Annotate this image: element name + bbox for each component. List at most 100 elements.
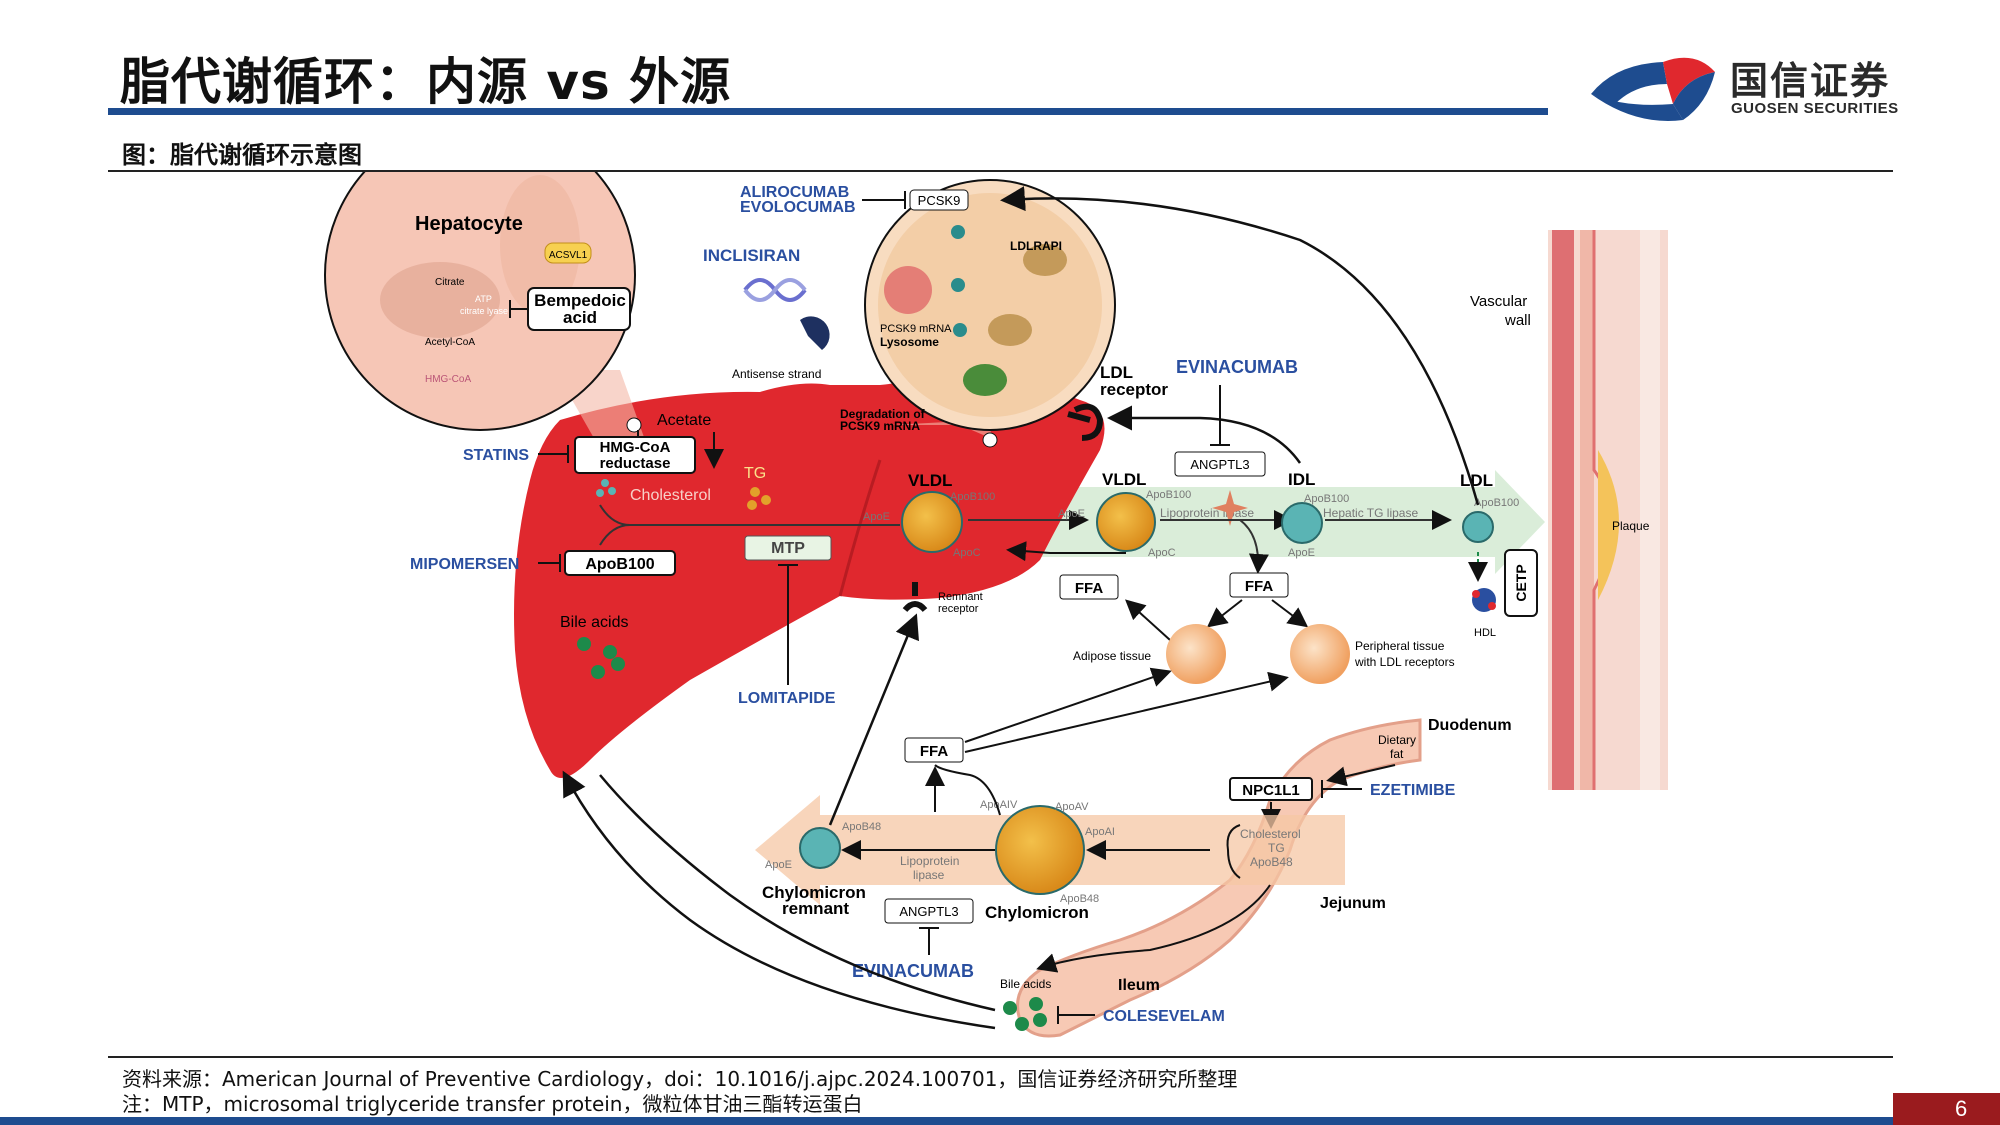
svg-text:acid: acid [563, 308, 597, 327]
svg-text:ApoB100: ApoB100 [950, 491, 995, 503]
svg-text:Bile acids: Bile acids [1000, 977, 1051, 991]
abbreviation-note: 注：MTP，microsomal triglyceride transfer p… [122, 1092, 863, 1116]
svg-text:lipase: lipase [913, 868, 945, 882]
page-number: 6 [1955, 1096, 1968, 1121]
svg-text:with LDL receptors: with LDL receptors [1354, 655, 1455, 669]
svg-text:ApoAIV: ApoAIV [980, 799, 1018, 811]
evolocumab-label: EVOLOCUMAB [740, 199, 856, 216]
svg-text:Peripheral tissue: Peripheral tissue [1355, 639, 1445, 653]
svg-text:Adipose tissue: Adipose tissue [1073, 649, 1151, 663]
svg-text:ApoAI: ApoAI [1085, 826, 1115, 838]
svg-text:fat: fat [1390, 747, 1404, 761]
svg-text:NPC1L1: NPC1L1 [1242, 782, 1300, 799]
svg-text:FFA: FFA [1245, 578, 1273, 595]
svg-text:ApoE: ApoE [765, 859, 792, 871]
svg-text:Lipoprotein: Lipoprotein [900, 854, 959, 868]
pcsk9-box: PCSK9 [918, 193, 961, 208]
svg-text:LDL: LDL [1460, 471, 1493, 490]
svg-text:Plaque: Plaque [1612, 519, 1650, 533]
svg-text:Bile acids: Bile acids [560, 614, 628, 631]
vascular-wall [1548, 230, 1668, 790]
svg-text:Jejunum: Jejunum [1320, 895, 1386, 912]
svg-text:ACSVL1: ACSVL1 [549, 250, 588, 261]
svg-text:Bempedoic: Bempedoic [534, 291, 626, 310]
alirocumab-label: ALIROCUMAB [740, 184, 849, 201]
source-note: 资料来源：American Journal of Preventive Card… [122, 1067, 1238, 1091]
svg-text:Cholesterol: Cholesterol [1240, 827, 1301, 841]
svg-text:Lysosome: Lysosome [880, 335, 939, 349]
svg-text:ApoB48: ApoB48 [1250, 855, 1293, 869]
svg-text:PCSK9 mRNA: PCSK9 mRNA [880, 323, 952, 335]
svg-text:ApoAV: ApoAV [1055, 801, 1089, 813]
svg-text:FFA: FFA [1075, 580, 1103, 597]
svg-text:Chylomicron: Chylomicron [985, 903, 1089, 922]
lomitapide-label: LOMITAPIDE [738, 690, 836, 707]
colesevelam-label: COLESEVELAM [1103, 1008, 1225, 1025]
ezetimibe-label: EZETIMIBE [1370, 782, 1456, 799]
svg-text:ApoB100: ApoB100 [585, 556, 654, 573]
title-underline [108, 108, 1548, 115]
mipomersen-label: MIPOMERSEN [410, 556, 519, 573]
svg-text:ApoB100: ApoB100 [1474, 497, 1519, 509]
svg-text:LDLRAPI: LDLRAPI [1010, 239, 1062, 253]
figure-caption: 图：脂代谢循环示意图 [122, 141, 362, 169]
svg-text:Vascular: Vascular [1470, 293, 1527, 310]
evinacumab-top-label: EVINACUMAB [1176, 357, 1298, 377]
svg-text:HMG-CoA: HMG-CoA [600, 439, 671, 456]
svg-text:ApoE: ApoE [1058, 508, 1085, 520]
svg-text:receptor: receptor [1100, 380, 1168, 399]
svg-text:Remnant: Remnant [938, 591, 983, 603]
svg-text:receptor: receptor [938, 603, 979, 615]
svg-text:Acetyl-CoA: Acetyl-CoA [425, 337, 475, 348]
svg-text:remnant: remnant [782, 899, 849, 918]
svg-text:Duodenum: Duodenum [1428, 717, 1512, 734]
logo-chinese-name: 国信证券 [1730, 59, 1891, 103]
svg-text:wall: wall [1504, 312, 1531, 329]
svg-text:VLDL: VLDL [1102, 470, 1146, 489]
svg-text:MTP: MTP [771, 540, 805, 557]
svg-text:Chylomicron: Chylomicron [762, 883, 866, 902]
svg-text:TG: TG [744, 465, 766, 482]
hepatocyte-inset: Hepatocyte ACSVL1 Citrate ATP citrate ly… [324, 172, 645, 440]
bottom-bar [0, 1117, 1893, 1125]
svg-text:IDL: IDL [1288, 470, 1315, 489]
svg-text:ATP: ATP [475, 294, 492, 304]
pcsk9-lysosome-inset: LDLRAPI PCSK9 mRNA Lysosome [864, 179, 1116, 448]
statins-label: STATINS [463, 447, 529, 464]
svg-text:ANGPTL3: ANGPTL3 [899, 904, 958, 919]
svg-text:ApoB100: ApoB100 [1146, 489, 1191, 501]
page-number-box [1893, 1093, 2000, 1125]
logo-english-name: GUOSEN SECURITIES [1731, 100, 1899, 117]
svg-text:ApoE: ApoE [1288, 547, 1315, 559]
page-title: 脂代谢循环：内源 vs 外源 [120, 53, 732, 111]
svg-text:ApoB48: ApoB48 [1060, 893, 1099, 905]
svg-text:ApoB48: ApoB48 [842, 821, 881, 833]
liver-shape [514, 380, 1105, 778]
svg-text:ApoC: ApoC [1148, 547, 1176, 559]
hepatocyte-label: Hepatocyte [415, 213, 523, 235]
svg-text:Antisense strand: Antisense strand [732, 367, 821, 381]
svg-text:LDL: LDL [1100, 363, 1133, 382]
source-rule [108, 1056, 1893, 1058]
guosen-logo-icon [1591, 57, 1715, 121]
svg-text:ANGPTL3: ANGPTL3 [1190, 457, 1249, 472]
svg-text:Hepatic TG lipase: Hepatic TG lipase [1323, 506, 1418, 520]
svg-text:ApoC: ApoC [953, 547, 981, 559]
lipid-metabolism-diagram: Hepatocyte ACSVL1 Citrate ATP citrate ly… [324, 172, 1668, 1038]
svg-text:HMG-CoA: HMG-CoA [425, 374, 471, 385]
svg-text:Ileum: Ileum [1118, 977, 1160, 994]
svg-text:ApoB100: ApoB100 [1304, 493, 1349, 505]
svg-text:PCSK9 mRNA: PCSK9 mRNA [840, 419, 920, 433]
svg-text:Degradation of: Degradation of [840, 407, 926, 421]
svg-text:VLDL: VLDL [908, 471, 952, 490]
svg-text:FFA: FFA [920, 743, 948, 760]
svg-text:CETP: CETP [1513, 564, 1529, 601]
svg-text:HDL: HDL [1474, 627, 1496, 639]
svg-text:ApoE: ApoE [863, 511, 890, 523]
svg-text:Citrate: Citrate [435, 277, 465, 288]
svg-text:citrate lyase: citrate lyase [460, 306, 508, 316]
svg-text:TG: TG [1268, 841, 1285, 855]
inclisiran-label: INCLISIRAN [703, 246, 800, 265]
svg-text:Cholesterol: Cholesterol [630, 487, 711, 504]
svg-text:Dietary: Dietary [1378, 733, 1416, 747]
